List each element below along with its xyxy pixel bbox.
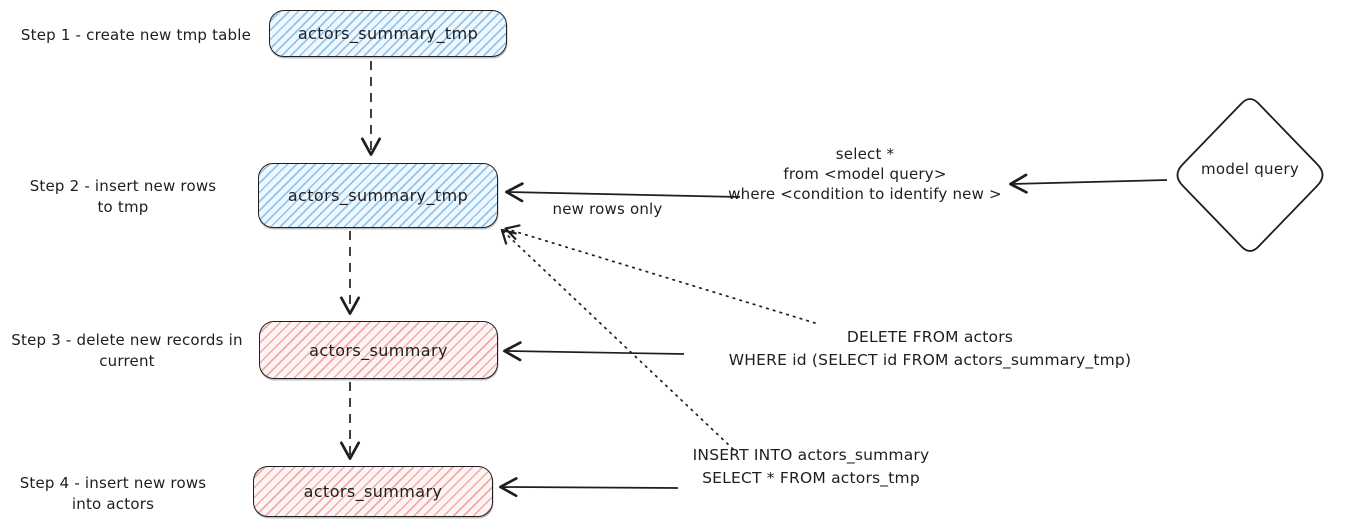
insert-query-line1: INSERT INTO actors_summary <box>692 446 930 464</box>
step3-label: Step 3 - delete new records in current <box>4 330 250 372</box>
select-query-line1: select * <box>835 145 895 163</box>
step2-label: Step 2 - insert new rows to tmp <box>25 176 221 218</box>
step4-label: Step 4 - insert new rows into actors <box>10 473 216 515</box>
step1-label: Step 1 - create new tmp table <box>10 25 262 46</box>
step3-label-line2: current <box>99 352 155 370</box>
new-rows-only-label: new rows only <box>552 200 663 218</box>
select-query-annotation: select * from <model query> where <condi… <box>700 144 1030 204</box>
step2-label-line2: to tmp <box>97 198 149 216</box>
insert-query-annotation: INSERT INTO actors_summary SELECT * FROM… <box>655 444 967 490</box>
node-label: actors_summary_tmp <box>287 186 469 205</box>
arrow-model-query-to-select <box>1009 173 1168 194</box>
step4-label-line2: into actors <box>71 495 155 513</box>
step4-label-line1: Step 4 - insert new rows <box>19 474 207 492</box>
select-query-line2: from <model query> <box>783 165 947 183</box>
node-actors-summary-tmp-step1: actors_summary_tmp <box>269 10 507 57</box>
node-label: actors_summary <box>303 482 443 501</box>
step2-label-line1: Step 2 - insert new rows <box>29 177 217 195</box>
node-actors-summary-step4: actors_summary <box>253 466 493 517</box>
node-actors-summary-step3: actors_summary <box>259 321 498 379</box>
node-actors-summary-tmp-step2: actors_summary_tmp <box>258 163 498 228</box>
delete-query-annotation: DELETE FROM actors WHERE id (SELECT id F… <box>680 326 1180 372</box>
dotted-arrow-delete-ref-tmp <box>504 224 816 324</box>
step1-label-line1: Step 1 - create new tmp table <box>20 26 252 44</box>
delete-query-line2: WHERE id (SELECT id FROM actors_summary_… <box>728 351 1132 369</box>
arrow-insert-to-actors-summary <box>499 477 679 498</box>
insert-query-line2: SELECT * FROM actors_tmp <box>702 469 920 487</box>
node-label: actors_summary <box>309 340 448 360</box>
delete-query-line1: DELETE FROM actors <box>846 328 1014 346</box>
arrow-delete-to-actors-summary <box>503 341 685 362</box>
select-query-line3: where <condition to identify new > <box>728 185 1002 203</box>
model-query-label: model query <box>1200 160 1300 178</box>
step3-label-line1: Step 3 - delete new records in <box>11 331 243 349</box>
node-label: actors_summary_tmp <box>297 24 479 43</box>
